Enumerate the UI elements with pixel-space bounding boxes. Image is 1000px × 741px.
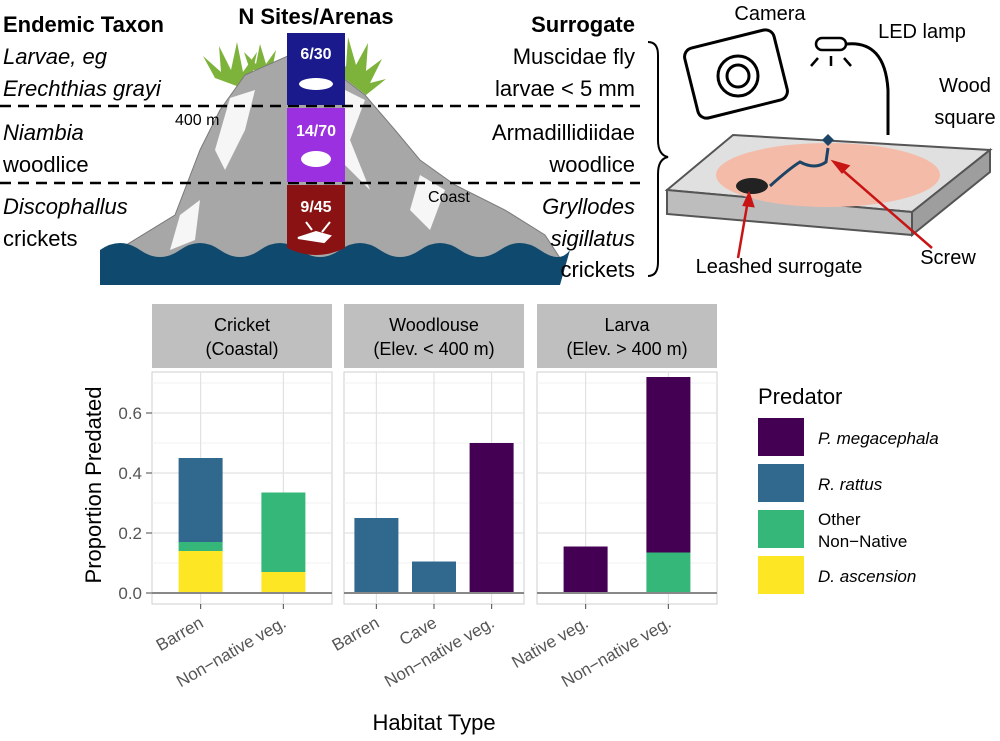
surrogate-crickets-line3: crickets (560, 257, 635, 282)
legend-label: Non−Native (818, 532, 907, 551)
y-axis-title: Proportion Predated (81, 387, 106, 584)
endemic-header: Endemic Taxon (3, 12, 164, 37)
surrogate-header: Surrogate (531, 12, 635, 37)
legend-swatch (758, 510, 804, 548)
woodlice-sites-column (287, 108, 345, 182)
x-axis-title: Habitat Type (372, 710, 495, 735)
led-label: LED lamp (878, 21, 966, 43)
legend-label: R. rattus (818, 475, 883, 494)
camera-icon (683, 28, 789, 120)
endemic-woodlice-line2: woodlice (2, 152, 89, 177)
y-tick-label: 0.2 (118, 524, 142, 543)
surrogate-larvae-line2: larvae < 5 mm (495, 76, 635, 101)
endemic-woodlice-line1: Niambia (3, 120, 84, 145)
panel-title: Larva (604, 315, 650, 335)
endemic-crickets-line2: crickets (3, 226, 78, 251)
bar-segment-r-rattus (412, 561, 456, 593)
elevation-label: 400 m (175, 112, 219, 129)
grouping-brace (647, 41, 669, 277)
crickets-sites-column (287, 185, 345, 255)
legend: Predator P. megacephala R. rattusOtherNon… (758, 384, 939, 594)
wood-label-line2: square (934, 107, 995, 129)
bar-segment-p-megacephala (563, 546, 608, 593)
pointer-arrows (736, 159, 933, 259)
coast-label: Coast (428, 189, 470, 206)
panel-subtitle: (Elev. > 400 m) (566, 339, 687, 359)
legend-title: Predator (758, 384, 842, 409)
panel-strip (152, 304, 332, 368)
surrogate-woodlice-line2: woodlice (548, 152, 635, 177)
y-tick-label: 0.0 (118, 584, 142, 603)
bar-segment-d-ascension (178, 551, 223, 593)
snow-ridges (170, 90, 445, 250)
panel-title: Woodlouse (389, 315, 479, 335)
y-tick-label: 0.4 (118, 464, 142, 483)
panel-strip (344, 304, 524, 368)
legend-swatch (758, 418, 804, 456)
led-lamp-icon (810, 36, 890, 135)
larva-icon (299, 78, 333, 90)
surrogate-crickets-line2: sigillatus (551, 226, 635, 251)
x-tick-label: Barren (153, 613, 207, 655)
leash-line (768, 147, 830, 188)
leash-label: Leashed surrogate (696, 256, 863, 278)
legend-label: D. ascension (818, 567, 916, 586)
cricket-icon (297, 221, 332, 244)
bar-segment-p-megacephala (646, 377, 691, 553)
arena-area (716, 143, 940, 207)
crickets-sites-label: 9/45 (300, 199, 331, 216)
surrogate-icon (736, 178, 768, 194)
bar-segment-r-rattus (178, 458, 223, 542)
bar-segment-other-non-native (261, 492, 306, 572)
legend-label: P. megacephala (818, 429, 939, 448)
screw-label: Screw (920, 247, 976, 269)
woodlouse-icon (301, 151, 331, 167)
panel-subtitle: (Elev. < 400 m) (373, 339, 494, 359)
endemic-larvae-line2: Erechthias grayi (3, 76, 162, 101)
panel-larva: Larva(Elev. > 400 m)Native veg.Non−nativ… (508, 304, 718, 691)
surrogate-woodlice-line1: Armadillidiidae (492, 120, 635, 145)
ocean-illustration (100, 243, 570, 285)
panel-title: Cricket (214, 315, 270, 335)
surrogate-crickets-line1: Gryllodes (542, 194, 635, 219)
larvae-sites-column (287, 33, 345, 105)
legend-swatch (758, 556, 804, 594)
screw-icon (822, 134, 834, 146)
bar-segment-other-non-native (178, 542, 223, 551)
x-tick-label: Non−native veg. (381, 613, 497, 691)
sites-header: N Sites/Arenas (238, 4, 393, 29)
bar-segment-p-megacephala (469, 443, 514, 593)
panel-strip (537, 304, 717, 368)
x-tick-label: Barren (329, 613, 383, 655)
surrogate-larvae-line1: Muscidae fly (513, 44, 635, 69)
arena-setup-illustration: Camera LED lamp Wood square Screw Leashe… (664, 3, 996, 278)
bar-segment-r-rattus (354, 518, 399, 593)
bar-segment-d-ascension (261, 572, 306, 593)
y-axis: 0.0 0.2 0.4 0.6 (118, 404, 152, 603)
island-schematic: 6/30 14/70 9/45 Endemic Taxon N Sites/Ar… (0, 4, 640, 285)
endemic-crickets-line1: Discophallus (3, 194, 128, 219)
wood-label-line1: Wood (939, 75, 991, 97)
y-tick-label: 0.6 (118, 404, 142, 423)
bar-segment-other-non-native (646, 552, 691, 593)
larvae-sites-label: 6/30 (300, 46, 331, 63)
legend-label: Other (818, 510, 861, 529)
legend-swatch (758, 464, 804, 502)
woodlice-sites-label: 14/70 (296, 123, 336, 140)
camera-label: Camera (734, 3, 806, 25)
panel-subtitle: (Coastal) (205, 339, 278, 359)
endemic-larvae-line1: Larvae, eg (3, 44, 108, 69)
